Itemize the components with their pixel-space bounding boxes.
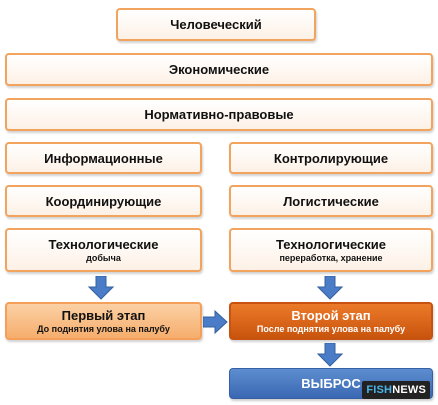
watermark-part-fish: FISH xyxy=(366,384,393,396)
box-informational: Информационные xyxy=(5,142,202,174)
box-stage-second: Второй этап После поднятия улова на палу… xyxy=(229,302,433,340)
stage-second-title: Второй этап xyxy=(291,307,371,323)
stage-second-sub: После поднятия улова на палубу xyxy=(256,323,406,334)
stage-first-sub: До поднятия улова на палубу xyxy=(37,323,170,334)
box-regulatory: Нормативно-правовые xyxy=(5,98,433,131)
arrow-right-icon xyxy=(203,310,228,334)
box-regulatory-label: Нормативно-правовые xyxy=(144,107,294,122)
box-coordinating-label: Координирующие xyxy=(45,193,162,209)
box-informational-label: Информационные xyxy=(44,150,163,166)
stage-first-title: Первый этап xyxy=(61,307,146,323)
box-controlling: Контролирующие xyxy=(229,142,433,174)
box-tech-processing-title: Технологические xyxy=(275,236,387,252)
box-logistic: Логистические xyxy=(229,185,433,217)
discard-label: ВЫБРОС xyxy=(301,376,361,391)
box-human-label: Человеческий xyxy=(170,17,262,32)
box-tech-extraction: Технологические добыча xyxy=(5,228,202,272)
box-economic: Экономические xyxy=(5,53,433,86)
box-tech-extraction-sub: добыча xyxy=(86,252,121,263)
box-tech-processing: Технологические переработка, хранение xyxy=(229,228,433,272)
arrow-down-right-icon xyxy=(317,276,343,300)
box-coordinating: Координирующие xyxy=(5,185,202,217)
box-human: Человеческий xyxy=(116,8,316,41)
arrow-down-discard-icon xyxy=(317,343,343,367)
box-tech-processing-sub: переработка, хранение xyxy=(279,252,383,263)
arrow-down-left-icon xyxy=(88,276,114,300)
box-economic-label: Экономические xyxy=(168,62,270,77)
box-tech-extraction-title: Технологические xyxy=(48,236,159,252)
watermark-part-news: NEWS xyxy=(392,384,426,396)
box-controlling-label: Контролирующие xyxy=(273,150,389,166)
box-logistic-label: Логистические xyxy=(283,193,379,209)
box-stage-first: Первый этап До поднятия улова на палубу xyxy=(5,302,202,340)
